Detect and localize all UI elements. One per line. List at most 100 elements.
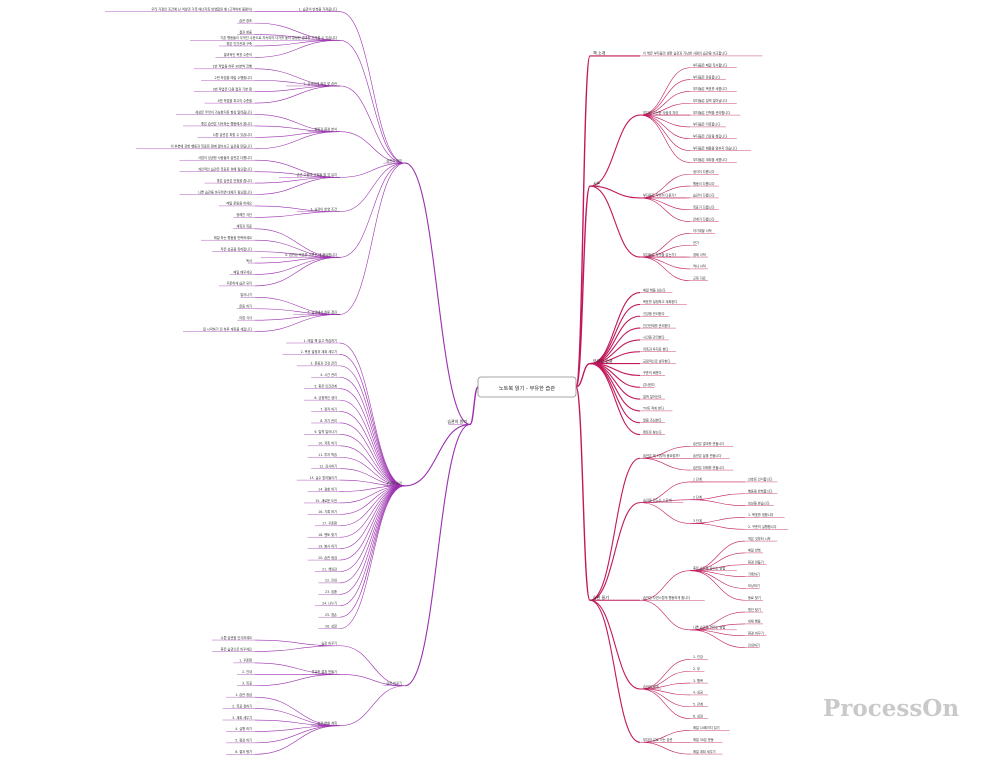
mind-map-node[interactable]: 2 단계 (690, 494, 705, 500)
mind-map-node[interactable]: 3. 행복 (690, 678, 708, 684)
mind-map-node[interactable]: 3 단계 (690, 518, 705, 524)
mind-map-node[interactable]: 5. 점검 하기 (226, 738, 255, 744)
mind-map-node[interactable]: 좋은 습관으로 바꾸세요 (211, 646, 255, 652)
mind-map-node[interactable]: 부유한 습관 (590, 357, 613, 364)
mind-map-node[interactable]: 역사 서적 (690, 264, 708, 270)
mind-map-node[interactable]: 부자들은 계획을 세웁니다 (690, 157, 737, 163)
mind-map-node[interactable]: 나쁜 습관을 바꾸려면 대체가 필요합니다 (179, 189, 255, 195)
mind-map-node[interactable]: 습관 들기 (590, 594, 609, 601)
mind-map-node[interactable]: 23. 집중 (318, 589, 340, 595)
mind-map-node[interactable]: 1 단계 (690, 477, 705, 483)
mind-map-node[interactable]: 매일 책을 읽는다 (640, 287, 673, 293)
mind-map-node[interactable]: 습관은 자연스럽게 행동하게 합니다 (640, 595, 705, 601)
mind-map-node[interactable]: 5. 습관에서 하루 결과 (293, 309, 340, 315)
mind-map-node[interactable]: 매일 계획 세우기 (690, 749, 723, 755)
mind-map-node[interactable]: 습관 다음에 규칙을 할 것 유지 (278, 172, 340, 178)
mind-map-node[interactable]: 이 부분에 관한 행동과 목표를 함께 알아보고 습관을 만듭니다 (136, 144, 255, 150)
mind-map-node[interactable]: 19. 봉사 하기 (307, 543, 340, 549)
mind-map-node[interactable]: 부자와 가난한 사람의 차이 (640, 110, 691, 116)
mind-map-node[interactable]: 교육 자료 (690, 276, 708, 281)
mind-map-node[interactable]: 꾸준히 배운다 (640, 370, 666, 376)
mind-map-node[interactable]: 매일 10페이지 읽기 (690, 725, 730, 731)
mind-map-node[interactable]: 부자들은 무엇이 다른가? (640, 193, 687, 199)
mind-map-node[interactable]: 이 책은 부자들의 생활 습관과 가난한 사람의 습관을 비교합니다 (640, 51, 763, 57)
mind-map-node[interactable]: 24. 나누기 (314, 601, 340, 606)
mind-map-node[interactable]: 부유한 습관 (383, 481, 405, 487)
mind-map-node[interactable]: 2. 목표 정하기 (222, 703, 255, 709)
mind-map-node[interactable]: 8. 자기 관리 (311, 418, 340, 424)
mind-map-node[interactable]: 서론 (590, 180, 601, 187)
mind-map-node[interactable]: 원인 찾기 (745, 607, 763, 613)
mind-map-node[interactable]: 매일 운동을 하세요 (219, 201, 255, 207)
mind-map-node[interactable]: 좋은 인간관계 구축 (219, 41, 255, 47)
mind-map-node[interactable]: 말을 조심한다 (640, 418, 666, 423)
mind-map-node[interactable]: 부자들은 일찍 일어납니다 (690, 98, 737, 104)
mind-map-node[interactable]: 부자들은 목표를 세웁니다 (690, 86, 737, 92)
mind-map-node[interactable]: 14. 경청 하기 (307, 486, 340, 492)
mind-map-node[interactable]: 부자들은 무엇을 읽는가? (640, 252, 687, 258)
mind-map-node[interactable]: 4. 습관은 목표를 이루는 데 중요합니다 (260, 252, 340, 258)
mind-map-node[interactable]: 습관 창조 (237, 18, 255, 24)
mind-map-node[interactable]: 13. 실수 받아들이기 (296, 475, 340, 481)
mind-map-node[interactable]: 5. 관계 (690, 702, 708, 707)
mind-map-node[interactable]: 환경 만들기 (745, 560, 767, 565)
mind-map-node[interactable]: 전기 (690, 240, 699, 246)
mind-map-node[interactable]: 습관은 미래를 만듭니다 (690, 465, 734, 471)
mind-map-node[interactable]: 1. 건강 (690, 654, 708, 660)
mind-map-node[interactable]: 3번 작업은 다음 결과 기본 함 (193, 86, 255, 92)
mind-map-node[interactable]: 습관의 원리 (447, 418, 470, 425)
mind-map-node[interactable]: 매일 배우세요 (229, 269, 255, 275)
mind-map-node[interactable]: 좋은 습관은 지속하는 행동에서 옵니다 (183, 121, 255, 127)
mind-map-node[interactable]: 매일 30분 운동 (690, 737, 723, 743)
mind-map-node[interactable]: 우리 가정의 조건에 난 억양과 가족 에너지를 반영합된 배 (고객하게 불평… (105, 7, 255, 12)
mind-map-node[interactable]: 기존 행동들이 무엇인 수준으로 지속되어 다가를 높아 결정한 결과를 가져올… (190, 35, 340, 41)
mind-map-node[interactable]: 일어나기 (240, 292, 255, 298)
mind-map-node[interactable]: 긍정적으로 생각한다 (640, 358, 676, 364)
mind-map-node[interactable]: 시간을 관리한다 (640, 335, 669, 341)
mind-map-node[interactable]: 계획과 목표 (233, 224, 255, 229)
mind-map-node[interactable]: 9. 일찍 일어나기 (304, 429, 340, 435)
mind-map-node[interactable]: 부자들은 인맥을 관리합니다 (690, 110, 741, 116)
mind-map-node[interactable]: 저축과 투자를 한다 (640, 347, 676, 352)
mind-map-node[interactable]: 관계가 다릅니다 (690, 216, 719, 222)
mind-map-node[interactable]: 습관은 결과를 만듭니다 (690, 441, 734, 447)
mind-map-node[interactable]: 보상을 받습니다 (745, 500, 774, 506)
mind-map-node[interactable]: 기록하기 (745, 571, 760, 577)
mind-map-node[interactable]: 독서 (246, 258, 255, 264)
mind-map-node[interactable]: 개인적인 습관은 목표를 위해 필요합니다 (179, 166, 255, 172)
mind-map-node[interactable]: 보상하기 (745, 583, 760, 589)
mind-map-node[interactable]: 3. 운동과 건강 관리 (296, 361, 340, 367)
mind-map-node[interactable]: 2. 인내 (237, 669, 255, 675)
mind-map-node[interactable]: 작은 것부터 시작 (745, 536, 778, 542)
mind-map-node[interactable]: 습관의 결과 (640, 684, 662, 690)
mind-map-node[interactable]: 대체 행동 (745, 619, 763, 625)
mind-map-node[interactable]: 2. 목표 설정과 계획 세우기 (282, 349, 340, 355)
mind-map-node[interactable]: 1. 습관이 반복을 가져옵니다 (282, 7, 340, 12)
mind-map-node[interactable]: 습관을 만드는 3 단계 (640, 497, 684, 503)
mind-map-node[interactable]: 2번 작업을 매일 수행합니다 (201, 75, 255, 81)
mind-map-node[interactable]: 25. 겸손 (318, 612, 340, 618)
mind-map-node[interactable]: 환경 바꾸기 (745, 631, 767, 636)
mind-map-node[interactable]: 인내하기 (745, 642, 760, 648)
mind-map-node[interactable]: 습관 바꾸기 (318, 641, 340, 646)
mind-map-node[interactable]: 16. 기록 하기 (307, 509, 340, 515)
mind-map-node[interactable]: 부자들은 운동합니다 (690, 74, 726, 80)
mind-map-node[interactable]: 결과적인 목표 수준이 (215, 52, 255, 58)
mind-map-node[interactable]: 7. 정직 하기 (311, 406, 340, 412)
mind-map-node[interactable]: 작은 성공을 축하합니다 (211, 246, 255, 252)
mind-map-node[interactable]: 경제 서적 (690, 252, 708, 258)
mind-map-node[interactable]: 습관이 다릅니다 (690, 193, 719, 199)
mind-map-node[interactable]: 21. 책임감 (314, 566, 340, 572)
mind-map-node[interactable]: 20. 습관 점검 (307, 555, 340, 561)
mind-map-node[interactable]: 2. 부 (690, 667, 705, 672)
mind-map-node[interactable]: 습관은 왜 이렇게 중요할까? (640, 453, 694, 459)
mind-map-node[interactable]: 나쁜 습관을 인식하세요 (211, 635, 255, 641)
mind-map-node[interactable]: 일 시작하기 전 하루 계획을 세웁니다 (183, 326, 255, 332)
mind-map-node[interactable]: 4. 시간 관리 (311, 372, 340, 378)
mind-map-node[interactable]: 습관 변화 계획 (311, 721, 340, 726)
mind-map-node[interactable]: 4. 성공 (690, 690, 708, 696)
mind-map-node[interactable]: 운동 하기 (237, 304, 255, 309)
mind-map-node[interactable]: 감사한다 (640, 382, 655, 388)
mind-map-node[interactable]: 나쁜 습관은 피할 수 있습니다 (197, 132, 255, 138)
mind-map-node[interactable]: 건강을 관리한다 (640, 311, 669, 317)
